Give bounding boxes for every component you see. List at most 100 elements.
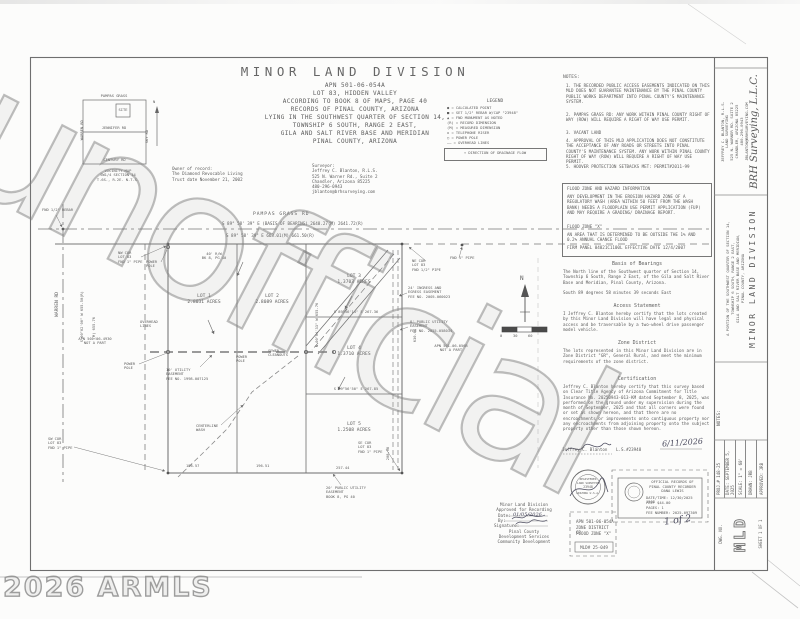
legend-item: (R) = RECORD DIMENSION [447, 121, 496, 125]
dwg-number: MLD [731, 515, 750, 553]
road-label-pampas: PAMPAS GRASS RD [253, 212, 310, 217]
corner-label-sw: SW COR LOT 83 FND 1" PIPE [48, 437, 73, 450]
recorder-field: FEE: $44.00 [646, 501, 671, 505]
approval-line: Approved for Recording [496, 507, 552, 512]
dwg-no-label: DWG. NO. [718, 524, 724, 544]
note-item: 5. HOOVER PROTECTION SETBACKS MET: PERMI… [566, 164, 690, 169]
note-item: 4. APPROVAL OF THIS MLD APPLICATION DOES… [566, 138, 710, 164]
sewer-cleanouts-label: SEWER CLEANOUTS [268, 349, 288, 358]
corner-monuments [61, 227, 464, 475]
easement-10ft-label: 10' UTILITY EASEMENT FEE NO. 1998-007125 [166, 368, 209, 381]
lot2-label: LOT 2 2.8089 ACRES [255, 294, 289, 305]
bearing-north-line: S 89° 58' 39" E 663.01(M) 661.50(R) [226, 233, 315, 238]
title-line: APN 501-06-054A [324, 82, 386, 89]
sidebar-title-block: A PORTION OF THE SOUTHWEST QUARTER OF SE… [714, 195, 767, 362]
lot3-label: LOT 3 1.3703 ACRES [337, 274, 371, 285]
legend-title: LEGEND [486, 99, 504, 104]
info-zone: ZONE DISTRICT GR [576, 525, 609, 536]
scale-tick: 30 [513, 334, 518, 338]
note-item: 2. PAMPAS GRASS RD: ANY WORK WITHIN PINA… [566, 112, 710, 123]
note-item: 3. VACANT LAND [566, 130, 602, 135]
not-a-part-east: APN 501-06-056B NOT A PART [434, 344, 468, 353]
recorder-field: PAGES: 1 [646, 506, 664, 510]
firm-logo-script: BRH Surveying, L.L.C. [749, 74, 761, 189]
info-apn: APN 501-06-054A [576, 519, 614, 524]
seal-number: 23948 [583, 485, 593, 489]
flood-p1: ANY DEVELOPMENT IN THE EROSION HAZARD ZO… [567, 194, 701, 215]
seal-signature-scribble [569, 477, 609, 497]
sheet-number: SHEET 1 OF 1 [757, 519, 763, 549]
approval-org: Pinal County [508, 528, 540, 534]
wash-label: CENTERLINE WASH [196, 424, 219, 433]
basis-heading: Basis of Bearings [611, 261, 663, 267]
project-drawn-by: DRAWN: JRB [746, 440, 757, 498]
certification-heading: Certification [617, 376, 657, 382]
dimension-bottom-2: 196.51 [256, 464, 270, 468]
right-of-way-label: 40' R/W BK 8, PG 40 [201, 252, 227, 261]
recorder-field: DATE/TIME: 12/30/2025 1508 [646, 496, 693, 505]
recorder-line: OFFICIAL RECORDS OF [651, 480, 694, 484]
title-line: TOWNSHIP 6 SOUTH, RANGE 2 EAST, [292, 122, 418, 129]
seal-text: REGISTERED [579, 477, 597, 481]
sheet-border [29, 56, 769, 572]
dimension-east-vertical: 630.04 [412, 328, 417, 343]
zone-district-heading: Zone District [617, 340, 657, 346]
flood-title: FLOOD ZONE AND HAZARD INFORMATION [567, 186, 651, 191]
lot5-label: LOT 5 1.2508 ACRES [337, 422, 371, 433]
approval-date-value: 01/05/2026 [513, 511, 542, 518]
corner-label-se: SE COR LOT 83 FND 1" PIPE [358, 441, 383, 454]
dimension-mid-vertical: N 00°04'33" W 655.76 [314, 302, 319, 348]
vicinity-warren: WARREN RD [79, 120, 84, 141]
vicinity-century: CENTURY RD [103, 158, 126, 162]
vicinity-map [82, 99, 159, 165]
approval-org: Development Services [498, 533, 550, 539]
corner-label-nw: NW COR LOT 83 FND 1" PIPE [118, 251, 143, 264]
approval-line: Minor Land Division [500, 502, 548, 507]
scale-tick: 0 [500, 334, 503, 338]
recorder-line: PINAL COUNTY RECORDER [649, 484, 696, 489]
title-line: PINAL COUNTY, ARIZONA [312, 138, 398, 145]
easement-20ft-label: 20' PUBLIC UTILITY EASEMENT BOOK 8, PG 4… [326, 486, 366, 499]
sidebar-subtitle: A PORTION OF THE SOUTHWEST QUARTER OF SE… [724, 221, 745, 336]
page-title: MINOR LAND DIVISION [240, 64, 470, 79]
title-line: RECORDS OF PINAL COUNTY, ARIZONA [290, 106, 420, 113]
power-pole-label: POWER POLE [236, 355, 248, 364]
lot1-label: LOT 1 2.8031 ACRES [187, 294, 221, 305]
vicinity-sky: SKY RD [144, 129, 149, 144]
dimension-bottom-1: 196.57 [186, 464, 200, 468]
vicinity-north-label: N [153, 100, 156, 104]
project-number: PROJ.# 148-25 [714, 440, 725, 498]
recorder-field: FEE NUMBER: 2025-097309 [646, 511, 698, 515]
legend-item: ○ = POWER POLE [447, 136, 479, 140]
sidebar-dwg-block: DWG. NO. MLD SHEET 1 OF 1 [714, 498, 767, 570]
surveyor-info: Surveyor: Jeffrey C. Blanton, R.L.S. 525… [312, 163, 378, 195]
info-flood: FLOOD ZONE "X" [576, 531, 612, 536]
vicinity-site: SITE [118, 108, 128, 112]
owner-of-record: Owner of record: The Diamond Revocable L… [172, 166, 243, 182]
basis-bearing: South 89 degrees 58 minutes 39 seconds E… [563, 290, 672, 295]
notes-heading: NOTES: [563, 75, 580, 80]
dimension-lot4-south: S 89°56'50" E 267.85 [333, 387, 379, 391]
lot4-label: LOT 4 1.3710 ACRES [337, 346, 371, 357]
corner-label-ne: NE COR LOT 83 FND 1/2" PIPE [412, 259, 441, 272]
approval-date-label: Date: [498, 513, 511, 518]
sidebar-notes-block: NOTES: [714, 362, 767, 440]
approval-scribbles [504, 514, 548, 527]
sidebar-project-table: PROJ.# 148-25 DATE: SEPTEMBER 5, 2025 SC… [714, 440, 767, 498]
title-line: ACCORDING TO BOOK 8 OF MAPS, PAGE 40 [282, 98, 428, 105]
north-arrow-icon [520, 284, 530, 322]
recorder-line: DANA LEWIS [661, 489, 684, 493]
note-item: 1. THE RECORDED PUBLIC ACCESS EASEMENTS … [566, 83, 710, 104]
signature-scribble [563, 442, 702, 455]
access-heading: Access Statement [613, 303, 661, 309]
road-label-warren: WARREN RD [55, 291, 61, 317]
found-rebar-label: FND 1/2" REBAR [42, 208, 74, 212]
legend-item: —— = OVERHEAD LINES [447, 141, 490, 145]
seal-state: ARIZONA U.S.A. [576, 491, 600, 495]
north-label: N [520, 275, 524, 282]
overhead-power-line [150, 244, 336, 354]
flood-firm-panel: FIRM PANEL 04021C1100L EFFECTIVE DATE 12… [567, 245, 686, 250]
seal-text: LAND SURVEYOR [577, 481, 599, 485]
vicinity-caption: VICINITY MAP SW1/4 SECTION 14 T.6S., R.2… [96, 169, 140, 182]
